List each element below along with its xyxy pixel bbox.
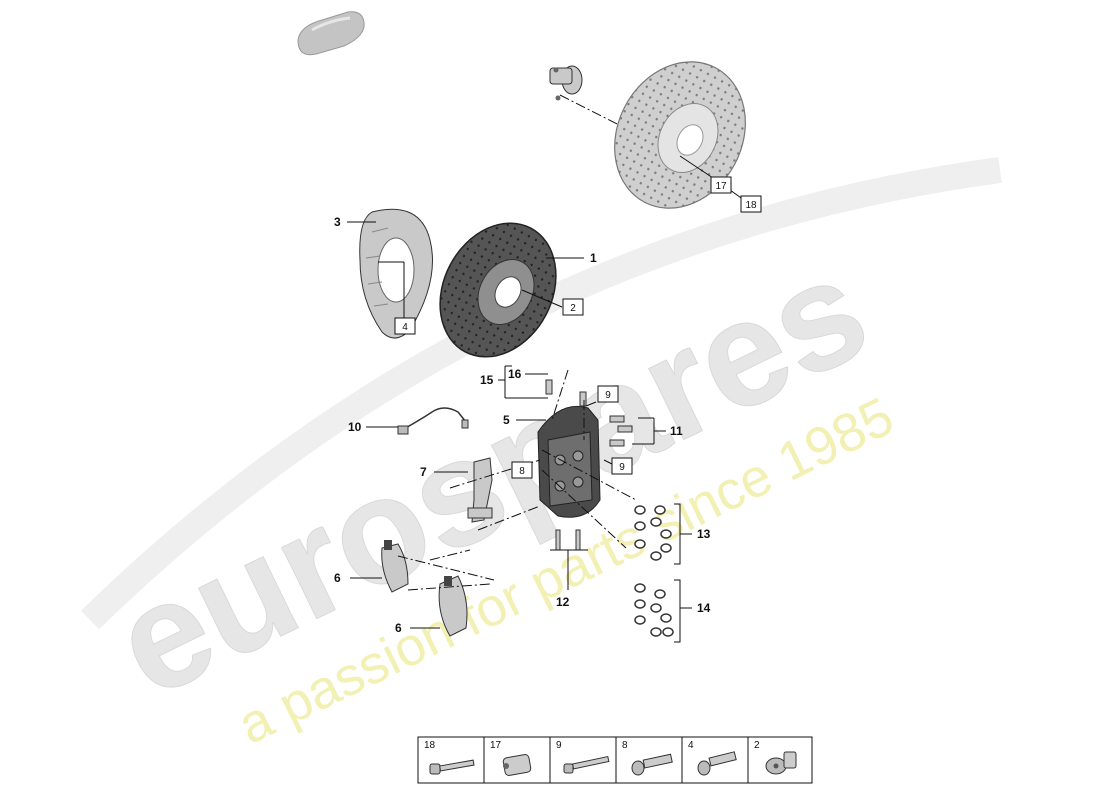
sleeve-nut-icon bbox=[502, 754, 532, 776]
callout-14: 14 bbox=[697, 601, 711, 615]
callout-6a: 6 bbox=[334, 571, 341, 585]
short-bolt-icon bbox=[697, 751, 737, 776]
brake-caliper bbox=[537, 406, 601, 518]
leader-lines bbox=[347, 155, 745, 643]
callout-labels: 1 3 5 6 6 7 10 11 12 13 14 15 16 bbox=[334, 215, 711, 635]
legend-cell-18: 18 bbox=[424, 740, 475, 775]
callout-11: 11 bbox=[670, 424, 683, 438]
legend-cell-4: 4 bbox=[688, 740, 737, 776]
callout-12: 12 bbox=[556, 595, 570, 609]
svg-text:4: 4 bbox=[402, 322, 408, 333]
wheel-hub bbox=[549, 65, 583, 101]
legend-cell-8: 8 bbox=[622, 740, 673, 776]
callout-3: 3 bbox=[334, 215, 341, 229]
svg-text:9: 9 bbox=[605, 390, 611, 401]
brake-disc-upper bbox=[614, 61, 746, 209]
legend-cell-2: 2 bbox=[754, 740, 797, 775]
callout-16: 16 bbox=[508, 367, 522, 381]
countersunk-screw-icon bbox=[765, 751, 797, 775]
boxed-callout-18: 18 bbox=[740, 195, 762, 213]
pad-retainer bbox=[467, 457, 493, 523]
svg-text:9: 9 bbox=[556, 740, 562, 751]
brake-pad-upper bbox=[381, 540, 409, 593]
svg-text:8: 8 bbox=[622, 740, 628, 751]
legend-cell-17: 17 bbox=[490, 740, 532, 776]
callout-13: 13 bbox=[697, 527, 711, 541]
boxed-callout-4: 4 bbox=[394, 317, 416, 335]
seal-kit-14 bbox=[634, 583, 674, 637]
svg-text:2: 2 bbox=[570, 303, 576, 314]
flange-bolt-icon bbox=[631, 753, 673, 776]
callout-7: 7 bbox=[420, 465, 427, 479]
wear-sensor bbox=[397, 407, 469, 435]
brake-shield bbox=[359, 208, 433, 339]
svg-text:4: 4 bbox=[688, 740, 694, 751]
svg-text:2: 2 bbox=[754, 740, 760, 751]
axis-line-hub bbox=[559, 94, 689, 161]
boxed-callouts: 2 4 8 9 9 17 18 bbox=[394, 176, 762, 479]
boxed-callout-9a: 9 bbox=[597, 385, 619, 403]
boxed-callout-9b: 9 bbox=[611, 457, 633, 475]
long-bolt-icon bbox=[429, 759, 475, 775]
callout-6b: 6 bbox=[395, 621, 402, 635]
legend-cell-9: 9 bbox=[556, 740, 610, 774]
long-bolt-icon bbox=[563, 755, 610, 774]
callout-15: 15 bbox=[480, 373, 494, 387]
fastener-legend: 18 17 9 8 bbox=[417, 736, 813, 784]
svg-text:8: 8 bbox=[519, 466, 525, 477]
svg-text:17: 17 bbox=[715, 181, 727, 192]
svg-text:18: 18 bbox=[424, 740, 436, 751]
pins bbox=[545, 379, 633, 551]
car-silhouette-icon bbox=[297, 11, 365, 56]
callout-10: 10 bbox=[348, 420, 362, 434]
svg-text:17: 17 bbox=[490, 740, 502, 751]
boxed-callout-2: 2 bbox=[562, 298, 584, 316]
boxed-callout-8: 8 bbox=[511, 461, 533, 479]
seal-kit-13 bbox=[634, 505, 672, 561]
callout-1: 1 bbox=[590, 251, 597, 265]
boxed-callout-17: 17 bbox=[710, 176, 732, 194]
callout-5: 5 bbox=[503, 413, 510, 427]
svg-text:9: 9 bbox=[619, 462, 625, 473]
brake-disc-lower bbox=[439, 222, 557, 358]
svg-text:18: 18 bbox=[745, 200, 757, 211]
